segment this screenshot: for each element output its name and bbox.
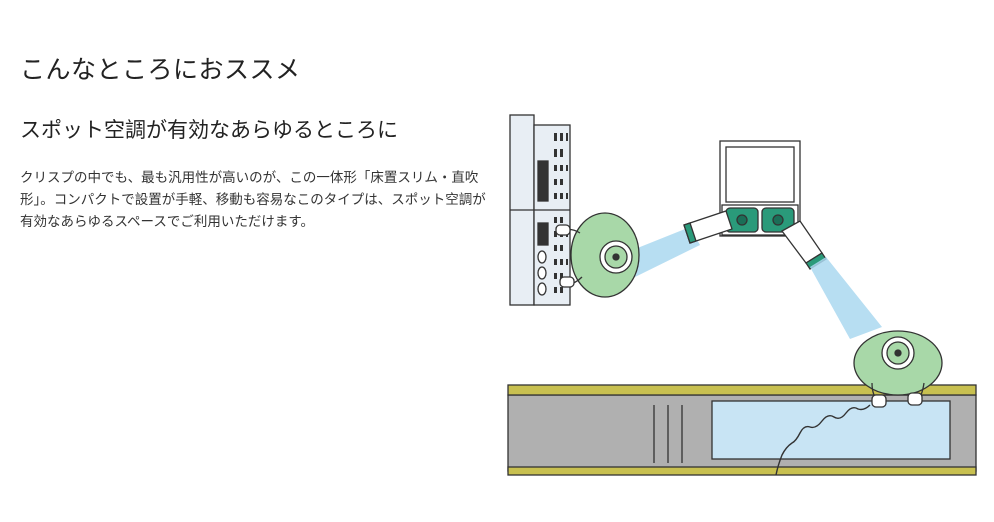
page-title: こんなところにおススメ bbox=[20, 55, 301, 84]
nozzle-right bbox=[781, 220, 827, 270]
spot-ac-unit bbox=[719, 140, 801, 237]
description-text: クリスプの中でも、最も汎用性が高いのが、この一体形「床置スリム・直吹形」。コンパ… bbox=[20, 170, 486, 230]
nozzle-left bbox=[683, 210, 733, 244]
control-panel bbox=[509, 114, 571, 306]
coiled-cable bbox=[775, 404, 871, 476]
spot-cooling-illustration bbox=[507, 114, 977, 476]
section-subtitle: スポット空調が有効なあらゆるところに bbox=[20, 118, 398, 142]
conveyor bbox=[507, 384, 977, 476]
worker-at-panel bbox=[555, 212, 640, 298]
airflow-left bbox=[620, 227, 700, 277]
airflow-right bbox=[810, 257, 882, 339]
worker-at-conveyor bbox=[853, 330, 943, 408]
